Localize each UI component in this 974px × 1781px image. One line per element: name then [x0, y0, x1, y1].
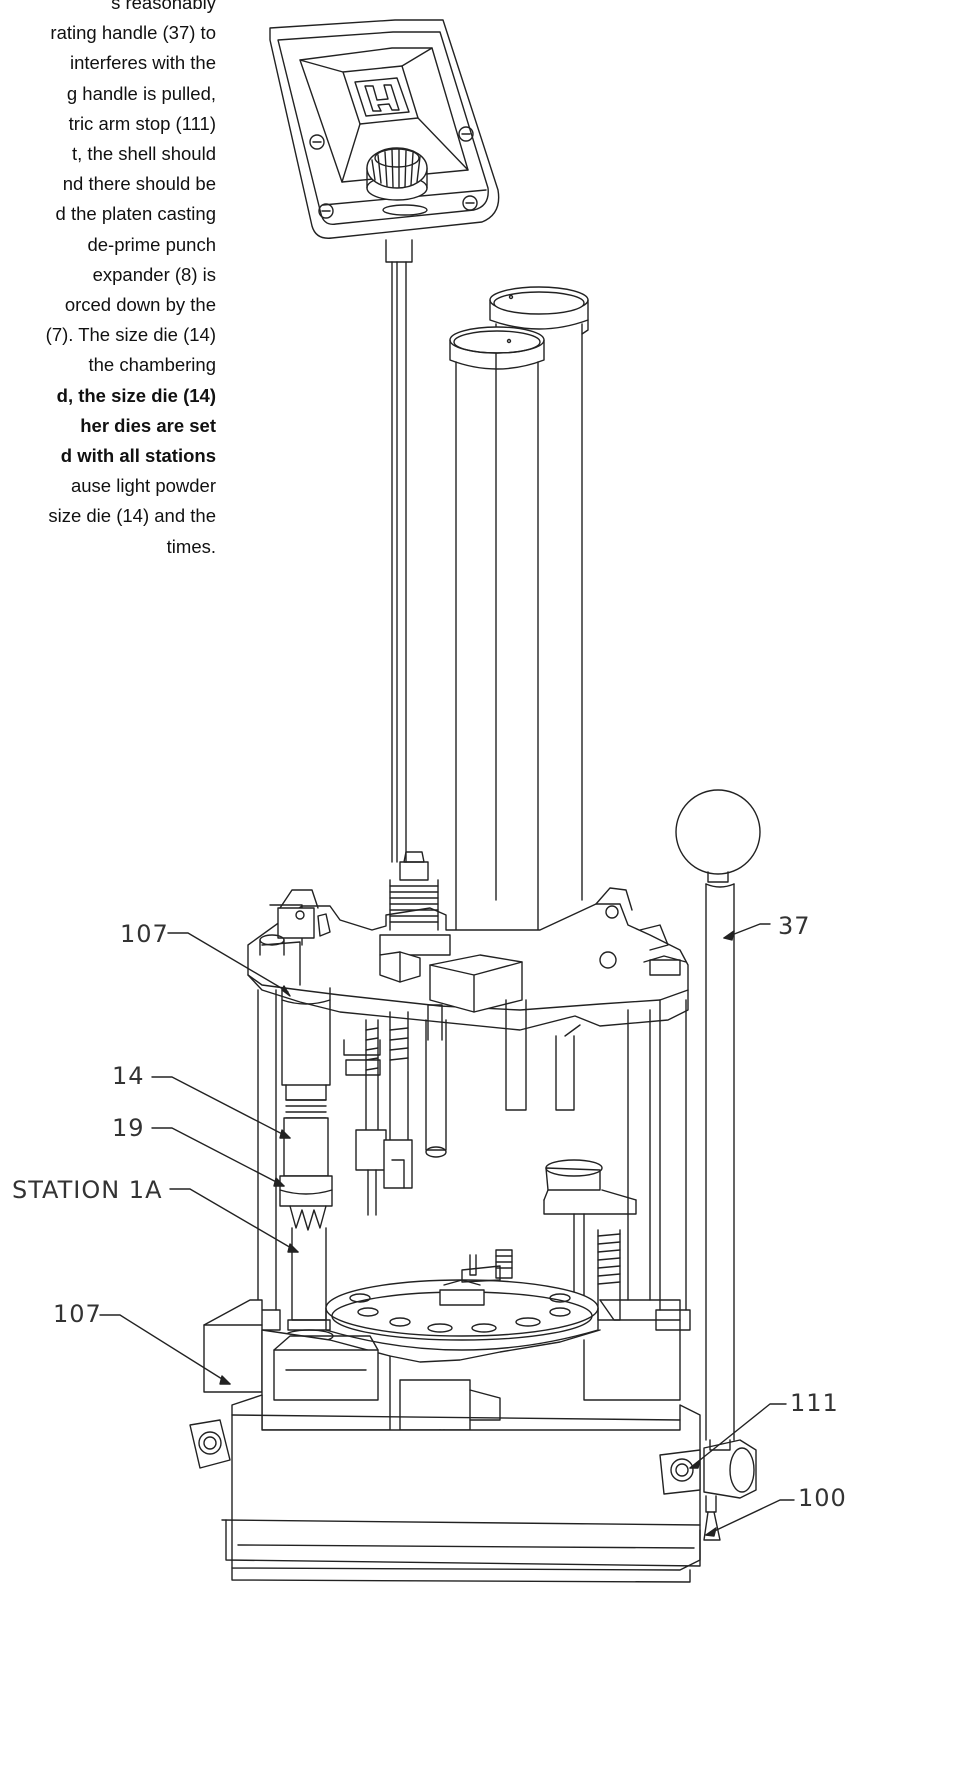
- powder-tubes: [449, 286, 589, 956]
- size-die-station: [279, 987, 334, 1343]
- instruction-line: size die (14) and the: [48, 505, 216, 527]
- shell-plate: [325, 1249, 599, 1351]
- leader-lines: [99, 923, 795, 1537]
- instruction-line: the chambering: [88, 354, 216, 376]
- callout-14: 14: [112, 1062, 145, 1090]
- platen-casting: [203, 1299, 681, 1445]
- instruction-line: ause light powder: [70, 475, 216, 497]
- left-column: [255, 989, 281, 1331]
- instruction-line: orced down by the: [64, 294, 216, 316]
- instruction-line: times.: [166, 535, 216, 557]
- primer-feed-rod: [385, 239, 413, 863]
- instruction-line: s reasonably: [111, 0, 216, 13]
- instruction-line: expander (8) is: [92, 263, 216, 285]
- base-casting: [189, 1394, 757, 1583]
- instruction-line: d with all stations: [60, 445, 216, 467]
- right-columns: [627, 955, 691, 1331]
- instruction-line: interferes with the: [69, 52, 216, 74]
- callout-37: 37: [778, 912, 811, 940]
- callout-19: 19: [112, 1114, 145, 1142]
- instruction-text: s reasonably rating handle (37) to interfe…: [0, 0, 216, 562]
- center-punches: [343, 999, 581, 1216]
- instruction-line: (7). The size die (14): [45, 324, 216, 346]
- callout-111: 111: [790, 1389, 839, 1417]
- die-head: [247, 851, 689, 1031]
- instruction-line: rating handle (37) to: [50, 22, 216, 44]
- instruction-line: nd there should be: [62, 173, 216, 195]
- instruction-line: her dies are set: [80, 414, 216, 436]
- instruction-line: d, the size die (14): [56, 384, 216, 406]
- instruction-line: t, the shell should: [72, 143, 216, 165]
- callout-100: 100: [798, 1484, 847, 1512]
- seating-die-station: [543, 1159, 637, 1321]
- callout-107-lower: 107: [53, 1300, 102, 1328]
- instruction-line: d the platen casting: [55, 203, 216, 225]
- instruction-line: de-prime punch: [87, 233, 216, 255]
- instruction-line: tric arm stop (111): [68, 112, 216, 134]
- callout-station-1a: STATION 1A: [12, 1176, 163, 1204]
- instruction-line: g handle is pulled,: [66, 82, 216, 104]
- primer-plate-assembly: [269, 19, 500, 239]
- operating-handle: [675, 789, 761, 1441]
- callout-107-upper: 107: [120, 920, 169, 948]
